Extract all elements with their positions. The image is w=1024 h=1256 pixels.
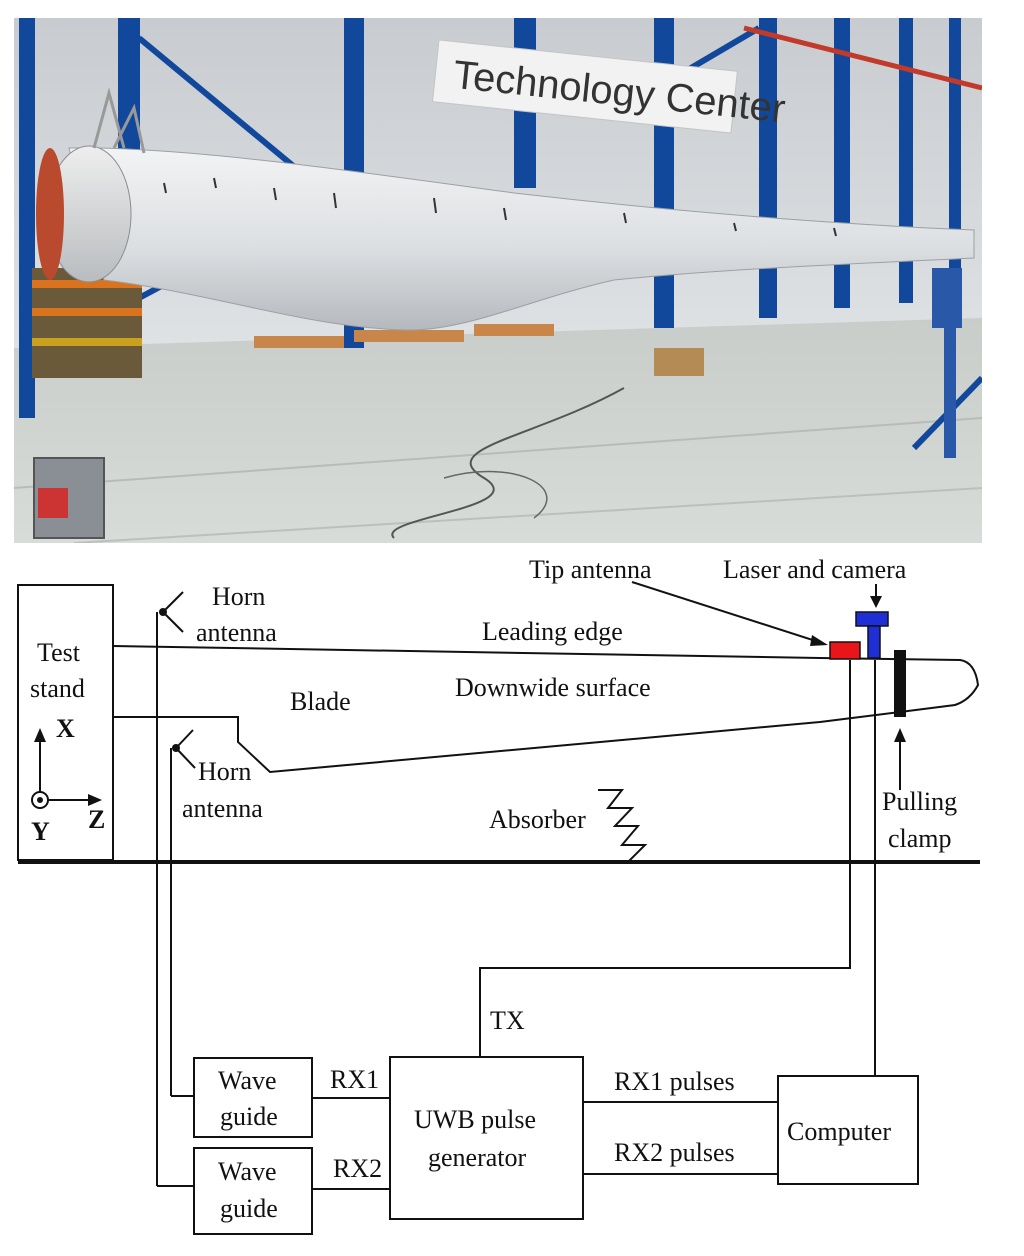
- coordinate-axes: [39, 735, 95, 801]
- wave-guide-1-label-1: Wave: [218, 1066, 277, 1095]
- axis-z-label: Z: [88, 805, 105, 834]
- pallets: [254, 324, 554, 348]
- uwb-label-2: generator: [428, 1143, 527, 1172]
- pulling-clamp-label-2: clamp: [888, 824, 952, 853]
- blade-photo: Technology Center: [14, 18, 982, 543]
- uwb-pulse-generator: [389, 1056, 584, 1220]
- wave-guide-1: [193, 1057, 313, 1138]
- test-stand-label-2: stand: [30, 674, 85, 703]
- horn-antenna-top: [156, 591, 184, 1186]
- test-stand-label-1: Test: [37, 638, 81, 667]
- wave-guide-2-label-1: Wave: [218, 1157, 277, 1186]
- leading-edge-label: Leading edge: [482, 617, 623, 646]
- wave-guide-2: [193, 1147, 313, 1235]
- downwide-surface-label: Downwide surface: [455, 673, 651, 702]
- tx-cable: [479, 660, 851, 1057]
- root-fixture: [92, 87, 146, 154]
- laser-and-camera-label: Laser and camera: [723, 555, 907, 584]
- uwb-label-1: UWB pulse: [414, 1105, 536, 1134]
- hall-floor: [14, 318, 982, 543]
- horn-antenna-bottom: [170, 729, 196, 1096]
- rx2-label: RX2: [333, 1154, 382, 1183]
- absorber-label: Absorber: [489, 805, 586, 834]
- rx1-pulses-label: RX1 pulses: [614, 1067, 735, 1096]
- computer-box: [777, 1075, 919, 1185]
- blade-body: [68, 147, 975, 331]
- axis-y-label: Y: [31, 817, 50, 846]
- horn-antenna-bottom-label-2: antenna: [182, 794, 263, 823]
- horn-antenna-top-label-2: antenna: [196, 618, 277, 647]
- rx2-pulses-label: RX2 pulses: [614, 1138, 735, 1167]
- blade-marks: [163, 177, 837, 237]
- blade-label: Blade: [290, 687, 351, 716]
- tip-antenna-label: Tip antenna: [529, 555, 652, 584]
- test-stand: [17, 584, 114, 861]
- horn-antenna-bottom-label-1: Horn: [198, 757, 251, 786]
- axis-x-label: X: [56, 714, 75, 743]
- horn-antenna-top-label-1: Horn: [212, 582, 265, 611]
- wave-guide-1-label-2: guide: [220, 1102, 278, 1131]
- computer-label: Computer: [787, 1117, 891, 1146]
- laser-and-camera: [855, 611, 889, 659]
- tip-rig: [932, 268, 962, 458]
- shelves: [32, 268, 142, 539]
- tx-label: TX: [490, 1006, 525, 1035]
- floor-cable: [391, 387, 625, 539]
- pulling-clamp-label-1: Pulling: [882, 787, 957, 816]
- cardboard-box: [654, 348, 704, 376]
- blade-outline: [112, 645, 980, 774]
- wave-guide-2-label-2: guide: [220, 1194, 278, 1223]
- rx1-label: RX1: [330, 1065, 379, 1094]
- pulling-clamp: [894, 650, 906, 717]
- tip-antenna: [829, 641, 861, 660]
- absorber: [598, 789, 648, 863]
- y-axis-symbol: [31, 791, 49, 809]
